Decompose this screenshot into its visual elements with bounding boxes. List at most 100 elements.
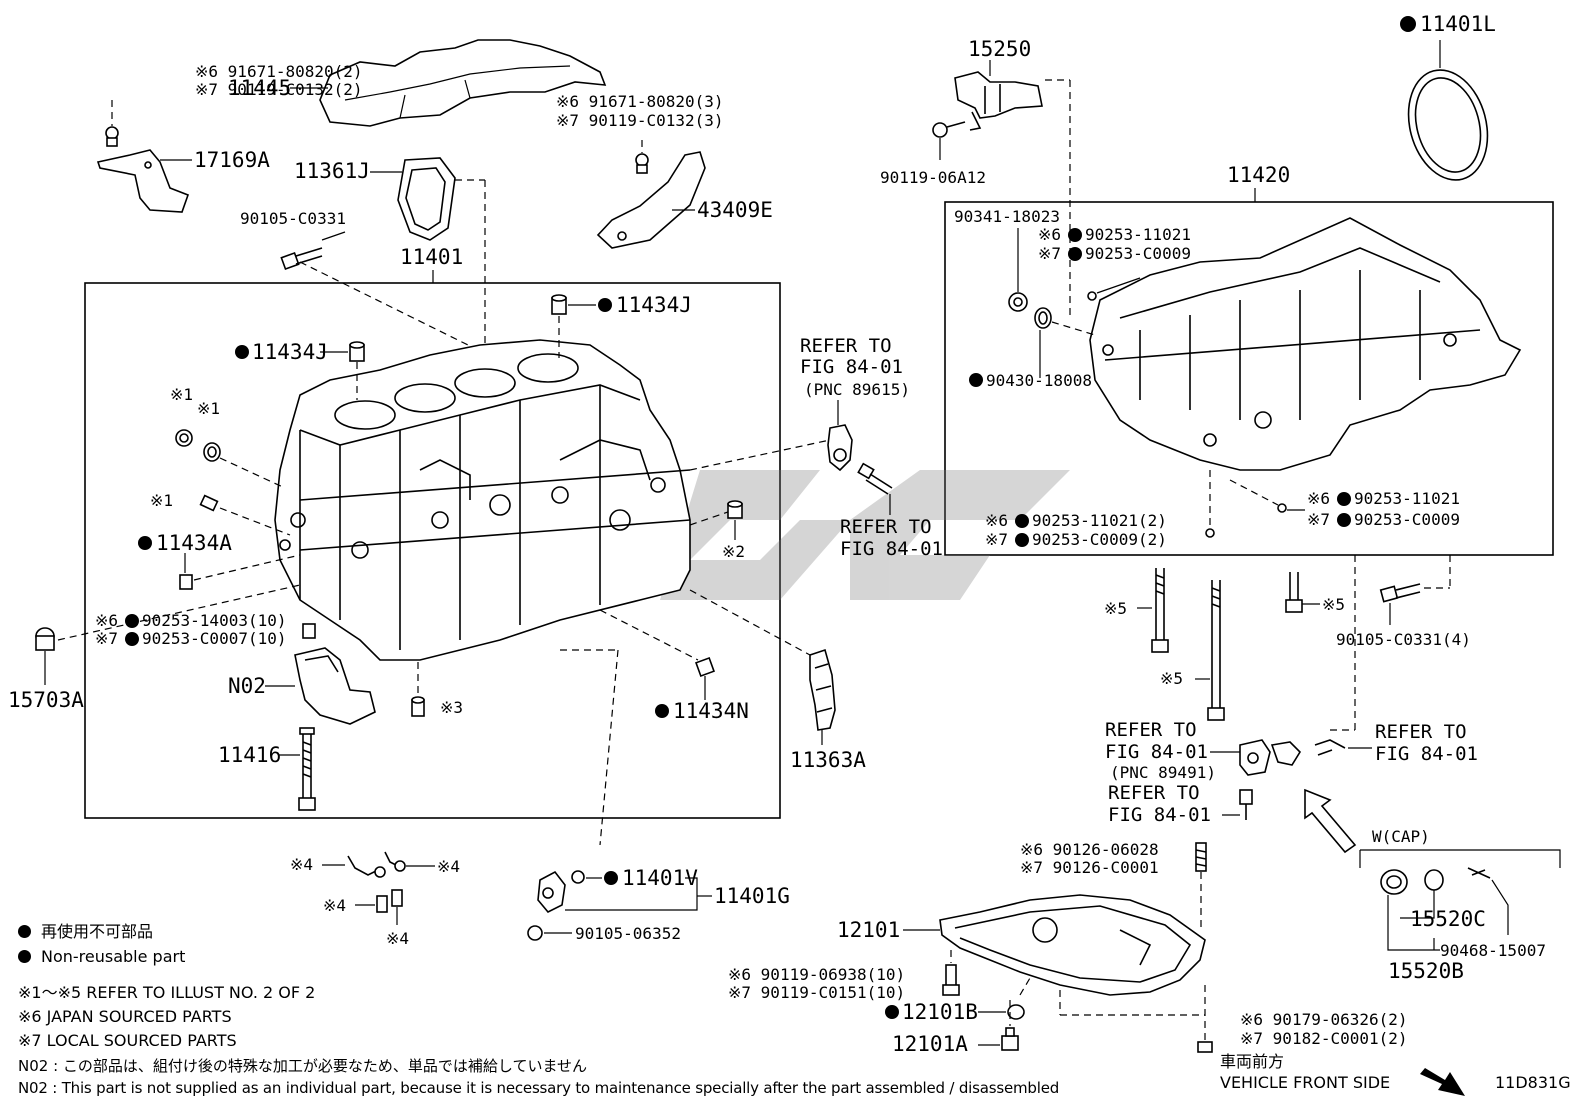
pin-2-part[interactable]: [727, 500, 743, 519]
pin-11434j-left-part[interactable]: [349, 341, 365, 362]
bolt-91671-part[interactable]: [105, 126, 119, 147]
bolt-5c-part[interactable]: [1285, 572, 1303, 613]
refer-4b: FIG 84-01: [1108, 804, 1211, 826]
note-e-part-6: 90253-11021(2): [1032, 511, 1167, 530]
legend-n02-jp: N02 : この部品は、組付け後の特殊な加工が必要なため、単品では補給していませ…: [18, 1057, 588, 1075]
oil-pan-12101-part[interactable]: [939, 894, 1206, 996]
label-90341-18023: 90341-18023: [954, 207, 1060, 226]
ocv-15250-part[interactable]: [954, 71, 1043, 131]
pin-3-part[interactable]: [411, 696, 425, 717]
mark-1c: ※1: [150, 491, 173, 510]
sensor-11401g-part[interactable]: [537, 870, 566, 913]
bolt-90119-06a12-part[interactable]: [932, 121, 966, 138]
pin-90253-f-part[interactable]: [1277, 503, 1287, 513]
note-f-6: ※6: [1307, 489, 1330, 508]
note-f-7: ※7: [1307, 510, 1330, 529]
bolt-90105-c0331-part[interactable]: [280, 247, 323, 271]
pin-11434n-part[interactable]: [695, 657, 715, 677]
bracket-17169a-part[interactable]: [96, 149, 190, 213]
gasket-90430-part[interactable]: [1034, 307, 1052, 329]
note-90119-2: ※7 90119-C0132(2): [195, 80, 363, 99]
label-15703a: 15703A: [8, 688, 84, 712]
label-90430-18008: 90430-18008: [986, 371, 1092, 390]
mark-4c: ※4: [323, 896, 346, 915]
bearing-cap-n02-part[interactable]: [294, 647, 376, 725]
label-11420: 11420: [1227, 163, 1290, 187]
direction-arrow: [1304, 788, 1357, 854]
label-11445: 11445: [228, 76, 291, 100]
bolt-5b-part[interactable]: [1207, 580, 1225, 721]
cap-15520b-part[interactable]: [1380, 869, 1408, 895]
crankcase-11420-part[interactable]: [1089, 217, 1522, 471]
bolt-oil-switch-part[interactable]: [1239, 789, 1253, 820]
note-f-part-6: 90253-11021: [1354, 489, 1460, 508]
note-c-7: ※7: [95, 629, 118, 648]
clip-4a-part[interactable]: [347, 855, 386, 878]
label-11434j-top: 11434J: [616, 293, 692, 317]
note-h-7: ※7 90119-C0151(10): [728, 983, 905, 1002]
label-11434j-left: 11434J: [252, 340, 328, 364]
oil-pressure-switch-part[interactable]: [1239, 739, 1302, 776]
label-11363a: 11363A: [790, 748, 866, 772]
seal-11401l-part[interactable]: [1397, 61, 1499, 189]
refer-1b: FIG 84-01: [800, 356, 903, 378]
pin-90253-e-part[interactable]: [1205, 528, 1215, 538]
bracket-43409e-part[interactable]: [596, 151, 706, 249]
gasket-15520c-part[interactable]: [1424, 869, 1444, 891]
gasket-11361j-part[interactable]: [397, 157, 456, 241]
diagram-code: 11D831G: [1495, 1073, 1571, 1092]
plug-90253-part[interactable]: [302, 623, 316, 639]
pin-90468-part[interactable]: [1467, 867, 1491, 879]
legend-non-reusable-en: Non-reusable part: [18, 947, 185, 967]
note-i-6: ※6 90179-06326(2): [1240, 1010, 1408, 1029]
note-e-7: ※7: [985, 530, 1008, 549]
bolt-90105-06352-part[interactable]: [527, 925, 543, 941]
label-90105-c0331-4: 90105-C0331(4): [1336, 630, 1471, 649]
clip-4d-part[interactable]: [391, 889, 403, 907]
knock-sensor-part[interactable]: [827, 424, 853, 472]
bolt-5a-part[interactable]: [1151, 568, 1169, 653]
note-e-part-7: 90253-C0009(2): [1032, 530, 1167, 549]
gasket-12101b-part[interactable]: [1007, 1004, 1025, 1020]
plug-12101a-part[interactable]: [1001, 1027, 1019, 1051]
pin-11434j-top-part[interactable]: [551, 294, 567, 315]
label-90119-06a12: 90119-06A12: [880, 168, 986, 187]
bolt-11416-part[interactable]: [298, 727, 316, 811]
refer-3b: FIG 84-01: [1105, 741, 1208, 763]
bolt-90105-c0331-4-part[interactable]: [1379, 583, 1421, 603]
pin-1c-part[interactable]: [199, 494, 219, 512]
label-11361j: 11361J: [294, 159, 370, 183]
stud-90126-part[interactable]: [1195, 842, 1207, 872]
clip-refer-5-part[interactable]: [1314, 739, 1346, 756]
refer-1a: REFER TO: [800, 335, 892, 357]
gasket-11363a-part[interactable]: [809, 648, 836, 731]
refer-5b: FIG 84-01: [1375, 743, 1478, 765]
heat-insulator-part[interactable]: [319, 39, 607, 127]
mark-4d: ※4: [386, 929, 409, 948]
pin-90253-d-part[interactable]: [1087, 291, 1097, 301]
mark-2: ※2: [722, 542, 745, 561]
note-d-part-6: 90253-11021: [1085, 225, 1191, 244]
bolt-91671-b-part[interactable]: [635, 153, 649, 174]
clip-4b-part[interactable]: [384, 851, 406, 872]
pin-11434a-part[interactable]: [179, 574, 193, 590]
plug-15703a-part[interactable]: [35, 627, 55, 651]
nut-90179-part[interactable]: [1197, 1041, 1213, 1053]
label-12101b: 12101B: [902, 1000, 978, 1024]
plug-1a-part[interactable]: [175, 429, 193, 447]
gasket-1b-part[interactable]: [203, 442, 221, 462]
refer-3c: (PNC 89491): [1110, 763, 1216, 782]
cylinder-block-part[interactable]: [274, 339, 691, 661]
plug-90341-part[interactable]: [1008, 292, 1028, 312]
bolt-90119-06938-part[interactable]: [942, 964, 960, 996]
mark-1a: ※1: [170, 385, 193, 404]
note-c-6: ※6: [95, 611, 118, 630]
label-17169a: 17169A: [194, 148, 270, 172]
clip-4c-part[interactable]: [376, 895, 388, 913]
bolt-knock-part[interactable]: [857, 462, 893, 495]
label-12101a: 12101A: [892, 1032, 968, 1056]
label-11434n: 11434N: [673, 699, 749, 723]
oring-11401v-part[interactable]: [571, 870, 585, 884]
note-91671-2: ※6 91671-80820(2): [195, 62, 363, 81]
